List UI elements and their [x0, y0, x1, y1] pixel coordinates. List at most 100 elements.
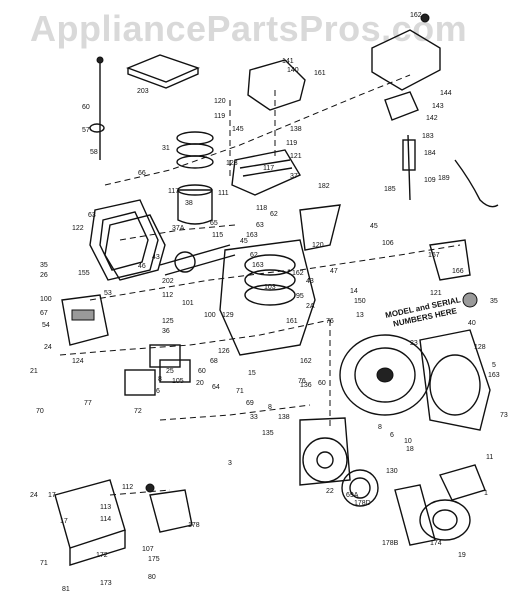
callout-label: 166	[452, 268, 464, 275]
muffler	[61, 294, 109, 346]
callout-label: 54	[42, 322, 50, 329]
callout-label: 114	[100, 516, 112, 523]
callout-label: 37A	[172, 225, 185, 232]
callout-label: 1	[484, 490, 488, 497]
watermark: AppliancePartsPros.com	[30, 8, 468, 49]
callout-label: 174	[430, 540, 442, 547]
callout-label: 150	[354, 298, 366, 305]
starter-housing	[419, 499, 471, 541]
fuel-line	[407, 134, 411, 201]
callout-label: 71	[236, 388, 244, 395]
callout-label: 172	[96, 552, 108, 559]
callout-label: 17	[48, 492, 56, 499]
callout-label: 138	[278, 414, 290, 421]
callout-label: 128	[474, 344, 486, 351]
callout-label: 189	[438, 175, 450, 182]
callout-label: 2A	[306, 303, 315, 310]
piston-ring-2	[176, 143, 214, 157]
callout-label: 6	[390, 432, 394, 439]
callout-label: 95	[296, 293, 304, 300]
starter-cover	[299, 417, 351, 486]
callout-label: 162	[292, 270, 304, 277]
air-baffle	[299, 204, 341, 251]
callout-label: 45	[240, 238, 248, 245]
starter-pawl	[394, 484, 436, 546]
cover-gasket	[89, 199, 159, 281]
callout-label: 100	[204, 312, 216, 319]
callout-label: 120	[214, 98, 226, 105]
callout-label: 66	[138, 170, 146, 177]
callout-label: 162	[300, 358, 312, 365]
ignition-wire	[454, 159, 499, 208]
fuel-pump	[149, 489, 193, 533]
callout-label: 70	[36, 408, 44, 415]
callout-label: 47	[330, 268, 338, 275]
callout-label: 203	[137, 88, 149, 95]
callout-label: 35	[490, 298, 498, 305]
piston-ring-3	[176, 155, 214, 169]
callout-label: 18	[406, 446, 414, 453]
shroud-top	[247, 59, 306, 111]
callout-label: 161	[314, 70, 326, 77]
callout-label: 135	[262, 430, 274, 437]
callout-label: 24	[30, 492, 38, 499]
callout-label: 14	[350, 288, 358, 295]
callout-label: 136	[300, 382, 312, 389]
callout-label: 124	[72, 358, 84, 365]
callout-label: 43	[306, 278, 314, 285]
callout-label: 35	[40, 262, 48, 269]
callout-label: 73	[500, 412, 508, 419]
dipstick-seal	[89, 123, 105, 133]
callout-label: 76	[298, 378, 306, 385]
callout-label: 138	[290, 126, 302, 133]
callout-label: 121	[430, 290, 442, 297]
callout-label: 38	[185, 200, 193, 207]
callout-label: 64	[212, 384, 220, 391]
callout-label: 161	[286, 318, 298, 325]
callout-label: 6	[156, 388, 160, 395]
fuel-tank	[54, 479, 126, 549]
callout-label: 17	[60, 518, 68, 525]
callout-label: 80	[148, 574, 156, 581]
callout-label: 155	[78, 270, 90, 277]
callout-label: 123	[226, 160, 238, 167]
callout-label: 69	[246, 400, 254, 407]
callout-label: 163	[246, 232, 258, 239]
callout-label: 8	[268, 404, 272, 411]
callout-label: 57	[82, 127, 90, 134]
callout-label: 21	[30, 368, 38, 375]
callout-label: 105	[172, 378, 184, 385]
piston-ring-1	[176, 131, 214, 145]
callout-label: 46	[138, 263, 146, 270]
callout-label: 117	[168, 188, 180, 195]
callout-label: 120	[312, 242, 324, 249]
callout-label: 71	[40, 560, 48, 567]
side-cover	[104, 214, 166, 281]
callout-label: 185	[384, 186, 396, 193]
callout-label: 140	[287, 67, 299, 74]
ignition-bracket	[429, 239, 471, 281]
callout-label: 119	[286, 140, 298, 147]
blower-housing	[419, 329, 491, 431]
callout-label: 112	[122, 484, 134, 491]
air-cleaner-cover	[371, 29, 441, 91]
callout-label: 37	[290, 173, 298, 180]
callout-label: 125	[162, 318, 174, 325]
callout-label: 36	[162, 328, 170, 335]
callout-label: 142	[426, 115, 438, 122]
intake-plate	[124, 369, 156, 396]
callout-label: 53	[104, 290, 112, 297]
callout-label: 8	[378, 424, 382, 431]
callout-label: 60	[198, 368, 206, 375]
callout-label: 100	[40, 296, 52, 303]
callout-label: 143	[432, 103, 444, 110]
callout-label: 162	[410, 12, 422, 19]
callout-label: 183	[422, 133, 434, 140]
callout-label: 72	[134, 408, 142, 415]
callout-label: 3	[228, 460, 232, 467]
callout-label: 117	[263, 165, 275, 172]
callout-label: 43	[152, 254, 160, 261]
callout-label: 106	[382, 240, 394, 247]
callout-label: 145	[232, 126, 244, 133]
cylinder-head	[231, 149, 302, 196]
